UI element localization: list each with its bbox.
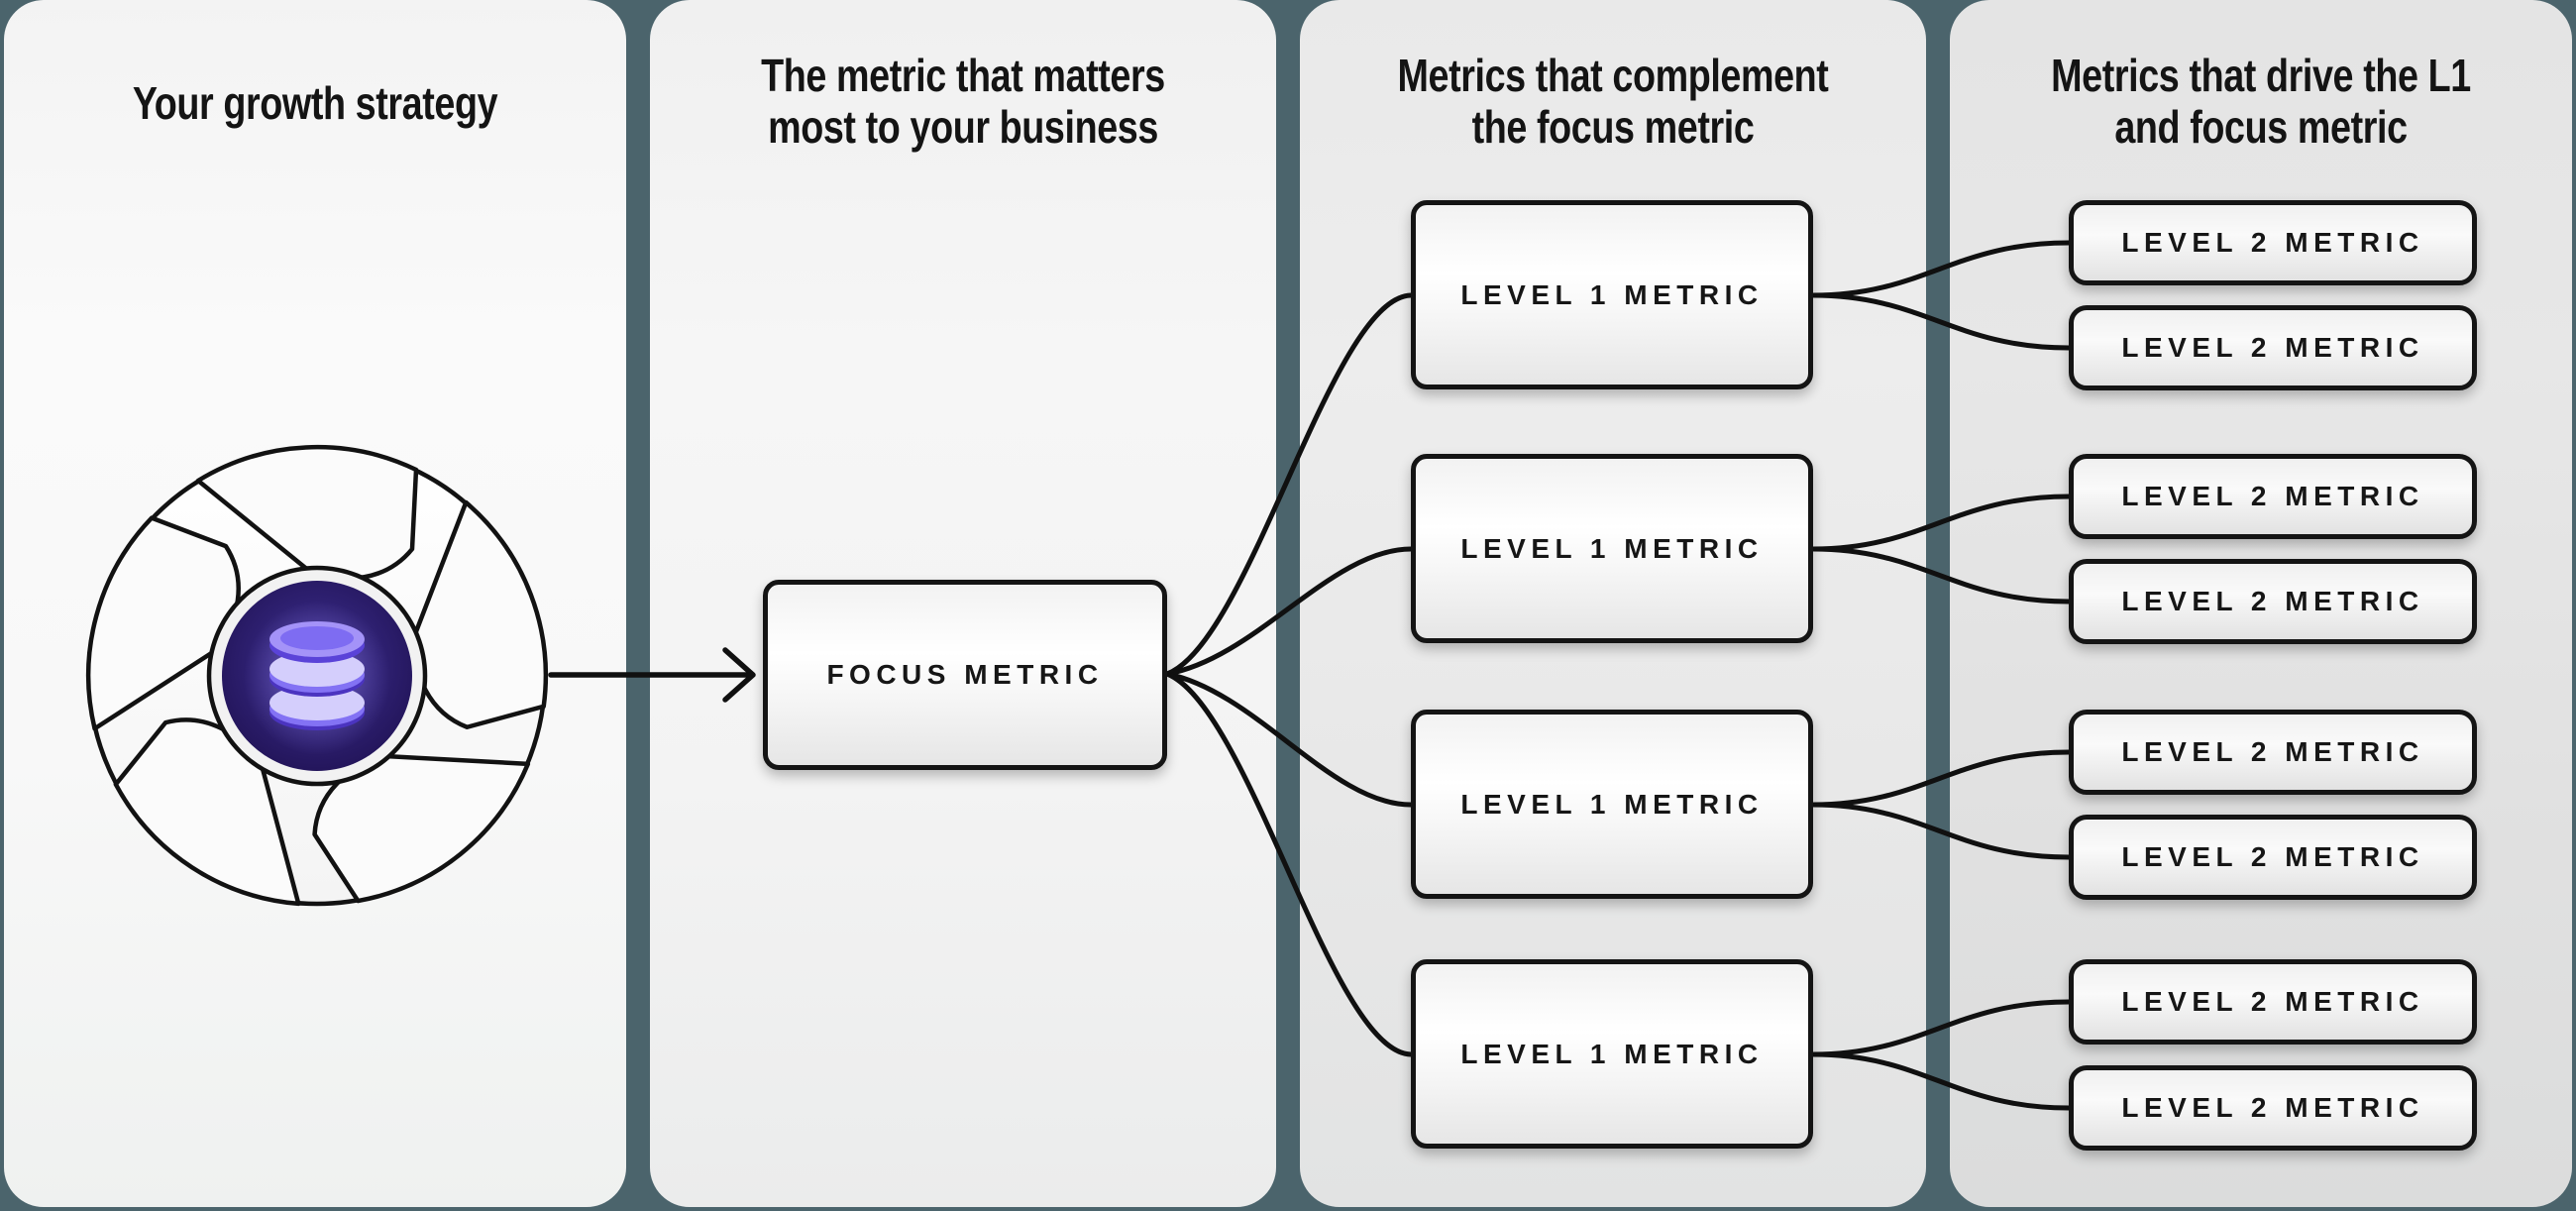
title-line: The metric that matters: [761, 50, 1165, 101]
title-line: Metrics that complement: [1397, 50, 1829, 101]
level2-metric-label: LEVEL 2 METRIC: [2121, 841, 2424, 872]
level2-metric-box: LEVEL 2 METRIC: [2069, 454, 2477, 539]
level2-metric-box: LEVEL 2 METRIC: [2069, 200, 2477, 285]
level1-metric-label: LEVEL 1 METRIC: [1460, 278, 1764, 310]
level1-metric-box: LEVEL 1 METRIC: [1411, 454, 1813, 643]
focus-metric-label: FOCUS METRIC: [826, 659, 1104, 690]
level1-metric-label: LEVEL 1 METRIC: [1460, 532, 1764, 564]
level2-metric-box: LEVEL 2 METRIC: [2069, 959, 2477, 1045]
level2-metric-label: LEVEL 2 METRIC: [2121, 986, 2424, 1017]
level2-metric-label: LEVEL 2 METRIC: [2121, 736, 2424, 767]
level2-metric-box: LEVEL 2 METRIC: [2069, 305, 2477, 390]
level2-metric-box: LEVEL 2 METRIC: [2069, 559, 2477, 644]
title-line: Your growth strategy: [132, 77, 498, 129]
level2-metric-label: LEVEL 2 METRIC: [2121, 481, 2424, 511]
title-line: Metrics that drive the L1: [2051, 50, 2471, 101]
level2-metric-box: LEVEL 2 METRIC: [2069, 1065, 2477, 1151]
panel-title: The metric that matters most to your bus…: [706, 50, 1220, 153]
title-line: and focus metric: [2114, 101, 2408, 153]
level1-metric-box: LEVEL 1 METRIC: [1411, 959, 1813, 1149]
panel-title: Your growth strategy: [60, 77, 571, 129]
level1-metric-label: LEVEL 1 METRIC: [1460, 1038, 1764, 1069]
level1-metric-label: LEVEL 1 METRIC: [1460, 788, 1764, 820]
panel-growth-strategy: Your growth strategy: [4, 0, 626, 1207]
level1-metric-box: LEVEL 1 METRIC: [1411, 710, 1813, 899]
level1-metric-box: LEVEL 1 METRIC: [1411, 200, 1813, 389]
level2-metric-label: LEVEL 2 METRIC: [2121, 1092, 2424, 1123]
level2-metric-box: LEVEL 2 METRIC: [2069, 815, 2477, 900]
level2-metric-label: LEVEL 2 METRIC: [2121, 332, 2424, 363]
level2-metric-box: LEVEL 2 METRIC: [2069, 710, 2477, 795]
title-line: the focus metric: [1471, 101, 1755, 153]
level2-metric-label: LEVEL 2 METRIC: [2121, 227, 2424, 258]
panel-title: Metrics that drive the L1 and focus metr…: [2006, 50, 2517, 153]
focus-metric-box: FOCUS METRIC: [763, 580, 1167, 770]
level2-metric-label: LEVEL 2 METRIC: [2121, 586, 2424, 616]
title-line: most to your business: [768, 101, 1158, 153]
panel-title: Metrics that complement the focus metric: [1356, 50, 1870, 153]
